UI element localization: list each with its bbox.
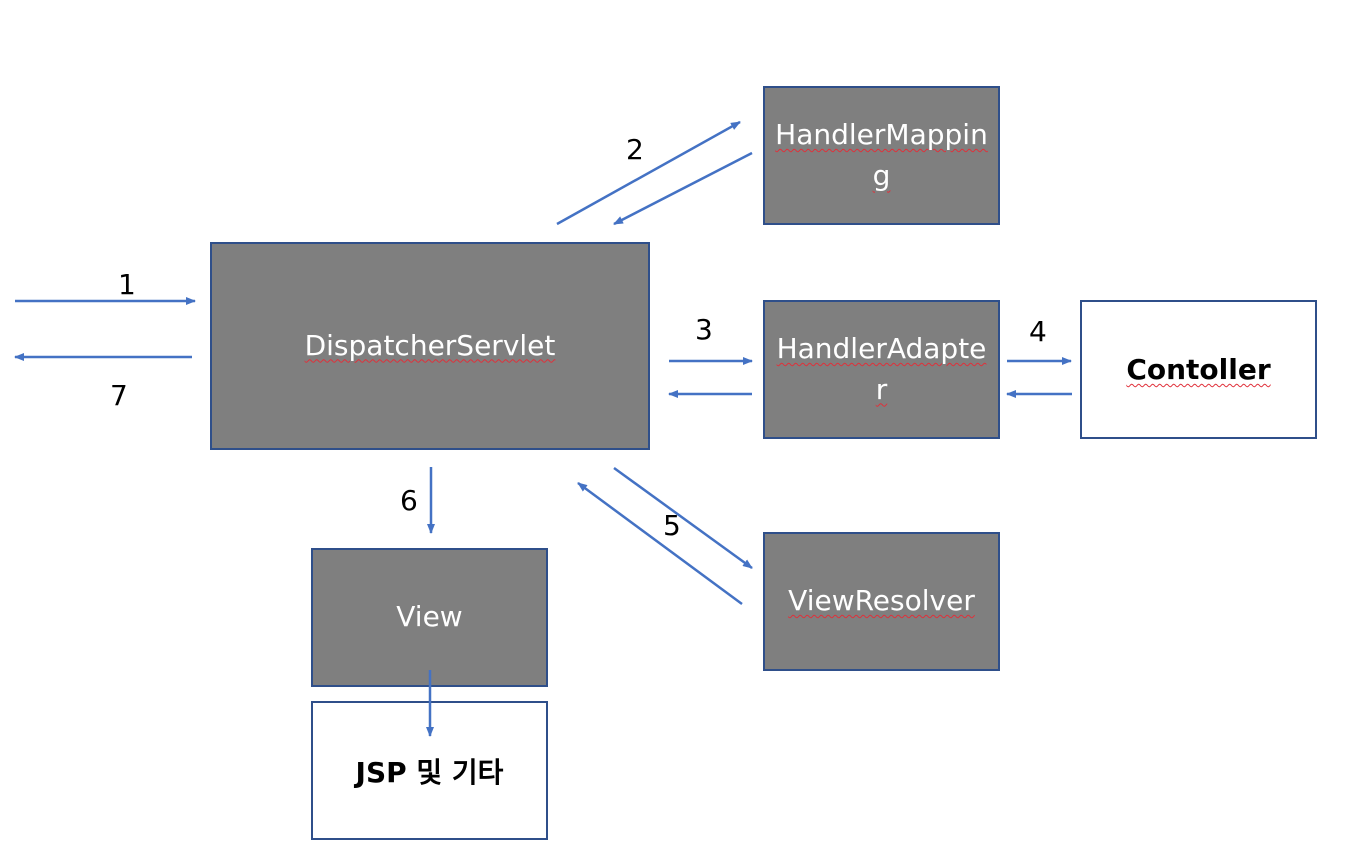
view-resolver-node: ViewResolver [763,532,1000,671]
view-node: View [311,548,548,687]
controller-label: Contoller [1126,353,1271,386]
arrow-step-2-from-handler-mapping [613,151,753,226]
arrow-step-5-from-view-resolver [577,481,743,606]
handler-adapter-node: HandlerAdapter [763,300,1000,439]
step-label-7: 7 [110,379,128,412]
handler-mapping-label: HandlerMapping [775,117,988,192]
handler-mapping-node: HandlerMapping [763,86,1000,225]
view-label: View [396,600,463,634]
step-label-6: 6 [400,484,418,517]
step-label-2: 2 [626,133,644,166]
view-resolver-label: ViewResolver [788,584,975,618]
step-label-4: 4 [1029,315,1047,348]
step-label-1: 1 [118,268,136,301]
jsp-node: JSP 및 기타 [311,701,548,840]
dispatcher-servlet-label: DispatcherServlet [304,328,556,362]
dispatcher-servlet-node: DispatcherServlet [210,242,650,450]
step-label-3: 3 [695,313,713,346]
controller-node: Contoller [1080,300,1317,439]
arrow-step-5-to-view-resolver [613,466,753,570]
jsp-label: JSP 및 기타 [355,755,504,789]
step-label-5: 5 [663,509,681,542]
arrow-step-2-to-handler-mapping [556,120,741,226]
handler-adapter-label: HandlerAdapter [776,331,987,406]
